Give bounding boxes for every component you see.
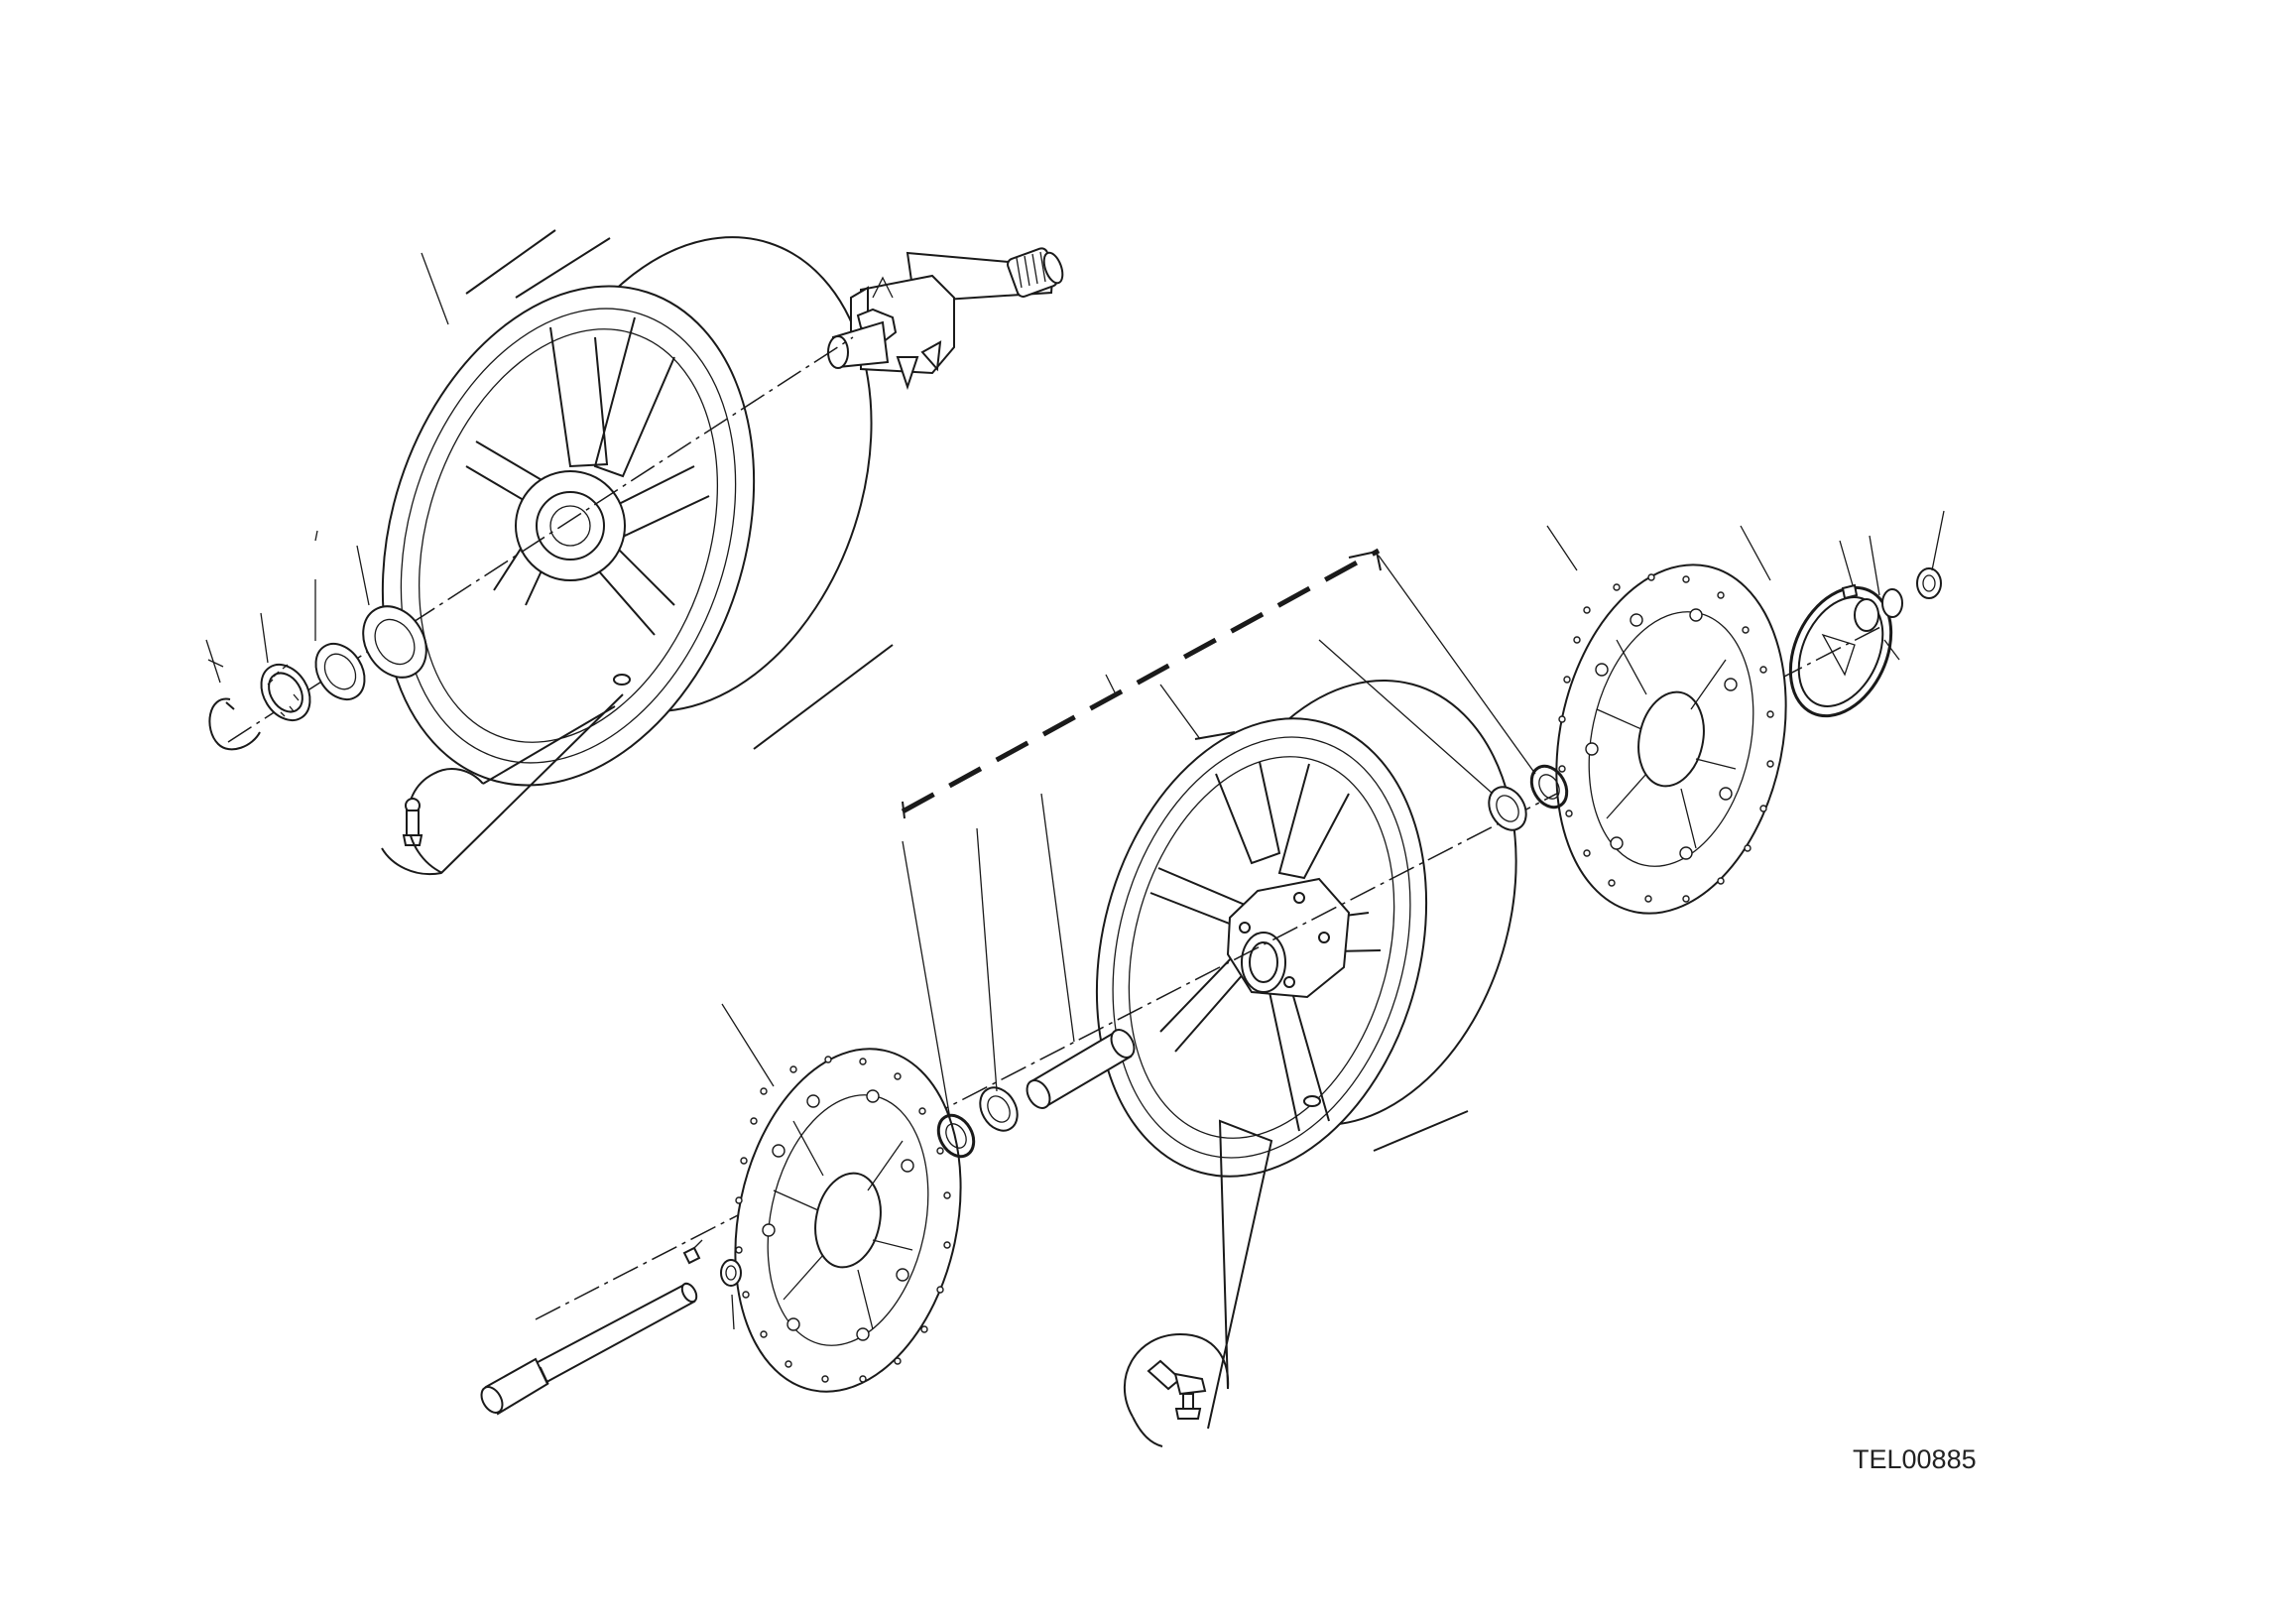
drawing-code: TEL00885 (1853, 1444, 1977, 1474)
front-wheel-bearings (979, 786, 1527, 1132)
disc-screws (682, 1239, 742, 1287)
rear-wheel-rim (381, 229, 894, 787)
front-wheel-seals (936, 764, 1569, 1159)
front-leader-lines (721, 510, 1945, 1330)
rear-wheel-seal (362, 605, 427, 679)
rear-leader-lines (205, 252, 449, 684)
rear-wheel-ring-nut (260, 664, 311, 721)
rear-wheel-washer (314, 643, 366, 700)
dashed-reference-line (901, 548, 1381, 814)
front-brake-disc-left (734, 1048, 962, 1393)
front-brake-disc-right (1555, 563, 1787, 915)
front-valve-detail (1123, 1119, 1273, 1447)
rear-wheel-circlip (208, 697, 261, 751)
front-wheel-spacer (1026, 1029, 1136, 1109)
rear-valve-detail (381, 693, 624, 876)
rear-wheel-shaft (827, 247, 1064, 391)
front-wheel-axle (480, 1282, 698, 1416)
front-wheel-rim (1095, 680, 1517, 1178)
front-wheel-group (480, 510, 1945, 1447)
rear-wheel-group (205, 229, 1064, 876)
right-side-small-parts (1841, 567, 1942, 632)
